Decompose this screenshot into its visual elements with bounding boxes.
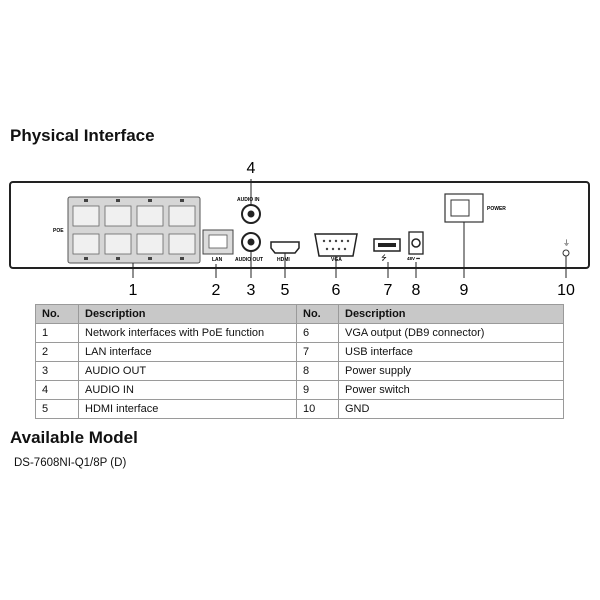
- table-cell: 9: [296, 380, 339, 400]
- physical-interface-title: Physical Interface: [10, 126, 155, 145]
- table-row: 4 AUDIO IN 9 Power switch: [35, 380, 564, 400]
- table-header-row: No. Description No. Description: [35, 304, 564, 324]
- lan-label: LAN: [212, 257, 223, 263]
- rear-panel-diagram: POE LAN AUDIO IN AUDIO OUT HDMI VGA ⭍ 48…: [9, 160, 590, 299]
- table-cell: 10: [296, 399, 339, 419]
- table-cell: Power switch: [338, 380, 564, 400]
- table-row: 1 Network interfaces with PoE function 6…: [35, 323, 564, 343]
- interface-table: No. Description No. Description 1 Networ…: [35, 304, 564, 419]
- table-cell: 8: [296, 361, 339, 381]
- callout-6: 6: [332, 282, 341, 299]
- usb-icon: ⭍: [381, 254, 387, 262]
- callout-1: 1: [129, 282, 138, 299]
- callout-10: 10: [557, 282, 575, 299]
- poe-port: [168, 233, 196, 255]
- table-cell: 2: [35, 342, 79, 362]
- table-cell: Network interfaces with PoE function: [78, 323, 297, 343]
- table-row: 2 LAN interface 7 USB interface: [35, 342, 564, 362]
- table-cell: USB interface: [338, 342, 564, 362]
- vga-port: [314, 233, 358, 257]
- table-cell: Power supply: [338, 361, 564, 381]
- callout-4: 4: [247, 160, 256, 177]
- table-cell: 1: [35, 323, 79, 343]
- poe-label: POE: [53, 228, 64, 234]
- poe-port: [72, 233, 100, 255]
- callout-lines: [132, 179, 567, 278]
- power-label: POWER: [487, 206, 506, 212]
- poe-ports: [72, 205, 196, 255]
- table-cell: LAN interface: [78, 342, 297, 362]
- callout-2: 2: [212, 282, 221, 299]
- callout-8: 8: [412, 282, 421, 299]
- poe-port: [104, 233, 132, 255]
- table-cell: 5: [35, 399, 79, 419]
- callout-9: 9: [460, 282, 469, 299]
- table-cell: AUDIO IN: [78, 380, 297, 400]
- poe-port: [72, 205, 100, 227]
- audio-in-label: AUDIO IN: [237, 197, 260, 203]
- audio-out-label: AUDIO OUT: [235, 257, 263, 263]
- table-cell: HDMI interface: [78, 399, 297, 419]
- gnd-screw: [562, 249, 570, 257]
- dc-label: 48V ⎓: [407, 256, 420, 261]
- table-cell: 7: [296, 342, 339, 362]
- header-description: Description: [78, 304, 297, 324]
- poe-port: [168, 205, 196, 227]
- table-cell: AUDIO OUT: [78, 361, 297, 381]
- lan-port: [202, 229, 234, 255]
- table-cell: 6: [296, 323, 339, 343]
- table-cell: GND: [338, 399, 564, 419]
- vga-label: VGA: [331, 257, 342, 263]
- poe-port: [104, 205, 132, 227]
- available-model-title: Available Model: [10, 428, 138, 447]
- gnd-symbol-icon: ⏚: [563, 239, 570, 247]
- callout-3: 3: [247, 282, 256, 299]
- hdmi-port: [270, 241, 300, 254]
- poe-port-leds: [84, 199, 184, 260]
- table-cell: 3: [35, 361, 79, 381]
- poe-port-block: [67, 196, 201, 264]
- header-no: No.: [296, 304, 339, 324]
- header-no: No.: [35, 304, 79, 324]
- poe-port: [136, 205, 164, 227]
- callout-5: 5: [281, 282, 290, 299]
- table-cell: VGA output (DB9 connector): [338, 323, 564, 343]
- hdmi-label: HDMI: [277, 257, 290, 263]
- table-cell: 4: [35, 380, 79, 400]
- callout-7: 7: [384, 282, 393, 299]
- header-description: Description: [338, 304, 564, 324]
- table-row: 5 HDMI interface 10 GND: [35, 399, 564, 419]
- table-row: 3 AUDIO OUT 8 Power supply: [35, 361, 564, 381]
- model-number: DS-7608NI-Q1/8P (D): [14, 457, 127, 469]
- poe-port: [136, 233, 164, 255]
